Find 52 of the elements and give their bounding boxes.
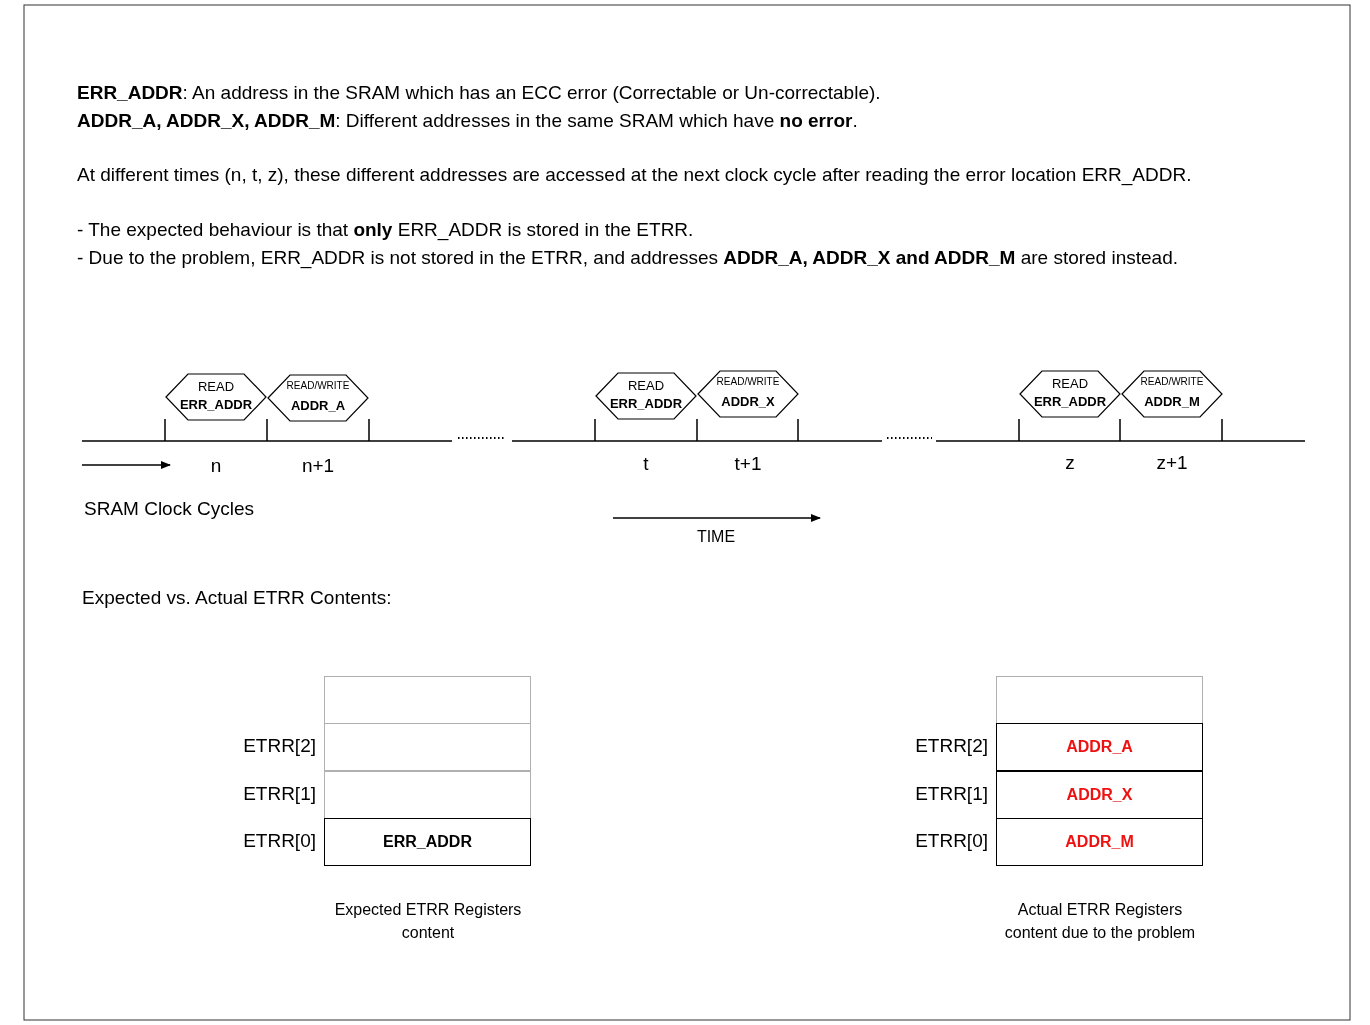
cycle-label: n [210, 455, 222, 477]
description-text: - Due to the problem, ERR_ADDR is not stored in the ETRR, and addresses ADDR_A, ADDR_X and ADDR_M are stored instead. [77, 246, 1179, 271]
operation-label: READ [626, 378, 666, 393]
register-name: ETRR[0] [243, 830, 316, 852]
operation-label: READ [196, 379, 236, 394]
register-cell [996, 818, 1203, 866]
register-cell [324, 818, 531, 866]
operation-label: READ/WRITE [1139, 376, 1205, 387]
address-label: ERR_ADDR [178, 397, 254, 412]
register-name: ETRR[1] [243, 783, 316, 805]
cycle-label: t+1 [734, 453, 762, 475]
register-caption: Actual ETRR Registers content due to the problem [1003, 900, 1197, 943]
operation-label: READ/WRITE [285, 380, 351, 391]
bus-cycle-hexagon [1122, 370, 1222, 418]
cycle-label: n+1 [301, 455, 335, 477]
axis-label: TIME [696, 528, 736, 546]
description-text: - The expected behaviour is that only ERR_ADDR is stored in the ETRR. [77, 218, 695, 243]
axis-label: SRAM Clock Cycles [84, 498, 254, 520]
address-label: ADDR_M [1143, 394, 1201, 409]
definition-text: ADDR_A, ADDR_X, ADDR_M: Different addresses in the same SRAM which have no error. [77, 109, 859, 133]
register-cell [996, 771, 1203, 819]
bus-cycle-hexagon [596, 372, 696, 420]
bus-cycle-hexagon [1020, 370, 1120, 418]
section-heading: Expected vs. Actual ETRR Contents: [82, 587, 392, 609]
register-name: ETRR[0] [915, 830, 988, 852]
register-value: ERR_ADDR [383, 833, 472, 851]
bus-cycle-hexagon [166, 373, 266, 421]
register-cell [996, 676, 1203, 724]
operation-label: READ/WRITE [715, 376, 781, 387]
register-name: ETRR[2] [915, 735, 988, 757]
definition-text: ERR_ADDR: An address in the SRAM which has an ECC error (Correctable or Un-correctable). [77, 81, 882, 105]
register-caption: Expected ETRR Registers content [333, 900, 523, 943]
address-label: ERR_ADDR [608, 396, 684, 411]
bus-cycle-hexagon [268, 374, 368, 422]
register-cell [324, 676, 531, 724]
register-value: ADDR_X [1066, 786, 1133, 804]
cycle-label: z [1065, 452, 1075, 474]
address-label: ADDR_A [289, 398, 347, 413]
register-cell [324, 771, 531, 819]
address-label: ERR_ADDR [1032, 394, 1108, 409]
register-value: ADDR_M [1065, 833, 1134, 851]
description-text: At different times (n, t, z), these different addresses are accessed at the next clock cycle after reading the error location ERR_ADDR. [77, 163, 1193, 188]
register-cell [996, 723, 1203, 771]
cycle-label: z+1 [1156, 452, 1188, 474]
register-name: ETRR[1] [915, 783, 988, 805]
register-cell [324, 723, 531, 771]
address-label: ADDR_X [720, 394, 776, 409]
register-name: ETRR[2] [243, 735, 316, 757]
register-value: ADDR_A [1066, 738, 1133, 756]
cycle-label: t [643, 453, 649, 475]
bus-cycle-hexagon [698, 370, 798, 418]
operation-label: READ [1050, 376, 1090, 391]
